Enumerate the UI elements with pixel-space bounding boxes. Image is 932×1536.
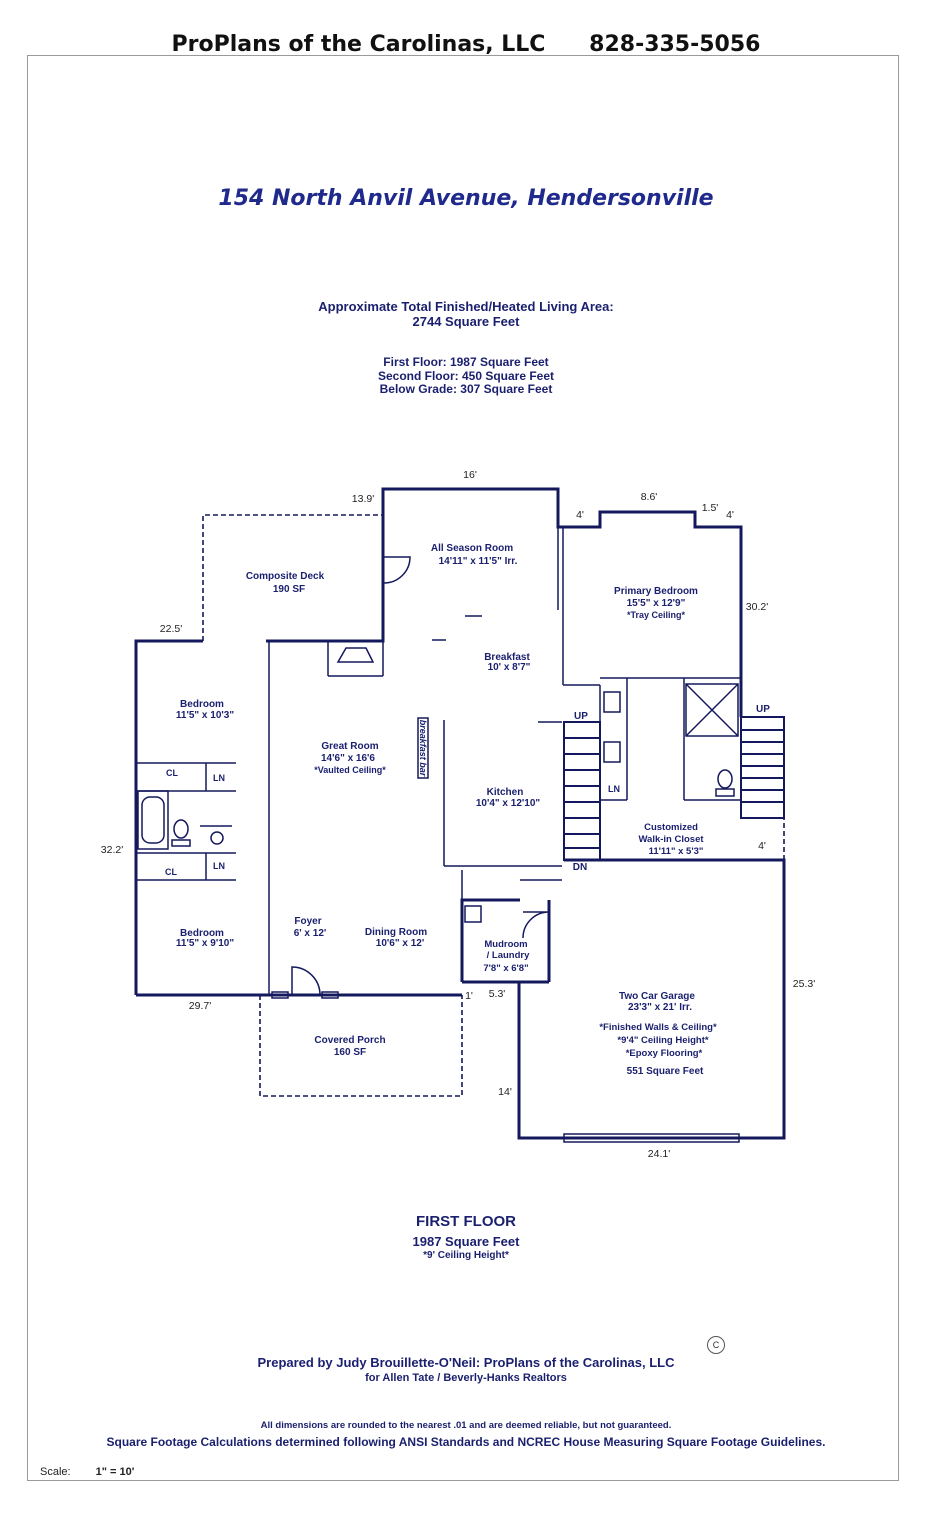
breakfast-name: Breakfast xyxy=(484,652,530,663)
doors xyxy=(271,556,740,1143)
great-room-note: *Vaulted Ceiling* xyxy=(314,765,386,775)
area-summary-line1: Approximate Total Finished/Heated Living… xyxy=(318,299,614,314)
closet-size: 11'11" x 5'3" xyxy=(649,846,704,857)
dim-30-2: 30.2' xyxy=(746,601,768,613)
breakfast-size: 10' x 8'7" xyxy=(488,662,531,673)
dim-5-3: 5.3' xyxy=(489,988,506,1000)
great-room-size: 14'6" x 16'6 xyxy=(321,753,375,764)
mudroom-name-2: / Laundry xyxy=(487,950,530,961)
dim-13-9: 13.9' xyxy=(352,493,374,505)
company-name: ProPlans of the Carolinas, LLC xyxy=(171,32,546,57)
interior-walls xyxy=(136,527,741,995)
floor-name: FIRST FLOOR xyxy=(416,1213,516,1230)
foyer-name: Foyer xyxy=(294,916,321,927)
garage-note-1: *Finished Walls & Ceiling* xyxy=(599,1022,717,1033)
great-room-name: Great Room xyxy=(321,741,378,752)
porch-name: Covered Porch xyxy=(314,1035,385,1046)
primary-bedroom-size: 15'5" x 12'9" xyxy=(627,598,686,609)
area-breakdown: First Floor: 1987 Square Feet Second Flo… xyxy=(0,355,932,397)
scale: Scale: 1" = 10' xyxy=(40,1466,134,1478)
dim-1-5: 1.5' xyxy=(702,502,719,514)
scale-label: Scale: xyxy=(40,1466,71,1478)
ansi-note: Square Footage Calculations determined f… xyxy=(106,1435,826,1449)
garage-square-feet: 551 Square Feet xyxy=(627,1066,704,1077)
kitchen-name: Kitchen xyxy=(487,787,524,798)
garage-note-2: *9'4" Ceiling Height* xyxy=(617,1035,709,1046)
bedroom1-name: Bedroom xyxy=(180,699,224,710)
stairs xyxy=(563,716,785,861)
bedroom1-size: 11'5" x 10'3" xyxy=(176,710,234,721)
dining-room-size: 10'6" x 12' xyxy=(376,938,424,949)
fixtures xyxy=(137,683,739,923)
dim-8-6: 8.6' xyxy=(641,491,658,503)
porch-size: 160 SF xyxy=(334,1047,366,1058)
stairs-up-label-2: UP xyxy=(756,704,770,715)
bedroom2-name: Bedroom xyxy=(180,928,224,939)
dining-room-name: Dining Room xyxy=(365,927,427,938)
breakfast-bar-label: breakfast bar xyxy=(418,720,428,777)
dim-16: 16' xyxy=(463,469,477,481)
garage-note-3: *Epoxy Flooring* xyxy=(626,1048,703,1059)
disclaimer: All dimensions are rounded to the neares… xyxy=(260,1420,672,1431)
bedroom2-size: 11'5" x 9'10" xyxy=(176,938,234,949)
company-phone: 828-335-5056 xyxy=(589,32,761,57)
deck-outline xyxy=(202,514,383,641)
closet-label-2: CL xyxy=(165,867,177,877)
copyright-icon: C xyxy=(707,1336,725,1354)
prepared-by: Prepared by Judy Brouillette-O'Neil: Pro… xyxy=(257,1355,675,1370)
garage-name: Two Car Garage xyxy=(619,991,695,1002)
all-season-room-size: 14'11" x 11'5" Irr. xyxy=(439,556,518,567)
mudroom-size: 7'8" x 6'8" xyxy=(483,963,528,974)
closet-name-2: Walk-in Closet xyxy=(638,834,704,845)
linen-label-1: LN xyxy=(213,773,225,783)
floor-square-feet: 1987 Square Feet xyxy=(412,1234,520,1249)
dim-1: 1' xyxy=(465,990,473,1002)
dim-29-7: 29.7' xyxy=(189,1000,211,1012)
deck-name: Composite Deck xyxy=(246,571,325,582)
kitchen-size: 10'4" x 12'10" xyxy=(476,798,541,809)
property-address: 154 North Anvil Avenue, Hendersonville xyxy=(218,186,714,211)
prepared-for: for Allen Tate / Beverly-Hanks Realtors xyxy=(365,1372,567,1384)
dim-4-c: 4' xyxy=(758,840,766,852)
stairs-down-label: DN xyxy=(573,862,587,873)
garage-size: 23'3" x 21' Irr. xyxy=(628,1002,692,1013)
area-summary-heading: Approximate Total Finished/Heated Living… xyxy=(0,299,932,329)
header: ProPlans of the Carolinas, LLC 828-335-5… xyxy=(0,32,932,57)
dim-32-2: 32.2' xyxy=(101,844,123,856)
area-summary-line2: 2744 Square Feet xyxy=(412,314,520,329)
primary-bedroom-note: *Tray Ceiling* xyxy=(627,610,686,620)
stairs-up-label-1: UP xyxy=(574,711,588,722)
dim-22-5: 22.5' xyxy=(160,623,182,635)
mudroom-name-1: Mudroom xyxy=(484,939,527,950)
first-floor-area: First Floor: 1987 Square Feet xyxy=(383,355,549,369)
exterior-walls xyxy=(134,487,786,1140)
closet-name-1: Customized xyxy=(644,822,698,833)
deck-size: 190 SF xyxy=(273,584,305,595)
foyer-size: 6' x 12' xyxy=(294,928,327,939)
dim-4-b: 4' xyxy=(726,509,734,521)
dim-4-a: 4' xyxy=(576,509,584,521)
scale-value: 1" = 10' xyxy=(95,1466,135,1478)
all-season-room-name: All Season Room xyxy=(431,543,513,554)
primary-bedroom-name: Primary Bedroom xyxy=(614,586,698,597)
linen-label-3: LN xyxy=(608,784,620,794)
linen-label-2: LN xyxy=(213,861,225,871)
closet-label-1: CL xyxy=(166,768,178,778)
below-grade-area: Below Grade: 307 Square Feet xyxy=(379,382,553,396)
floor-ceiling-note: *9' Ceiling Height* xyxy=(423,1250,509,1261)
page-frame xyxy=(27,55,899,1481)
dim-24-1: 24.1' xyxy=(648,1148,670,1160)
porch-outline xyxy=(259,995,463,1097)
dim-14: 14' xyxy=(498,1086,512,1098)
second-floor-area: Second Floor: 450 Square Feet xyxy=(377,368,555,383)
dim-25-3: 25.3' xyxy=(793,978,815,990)
